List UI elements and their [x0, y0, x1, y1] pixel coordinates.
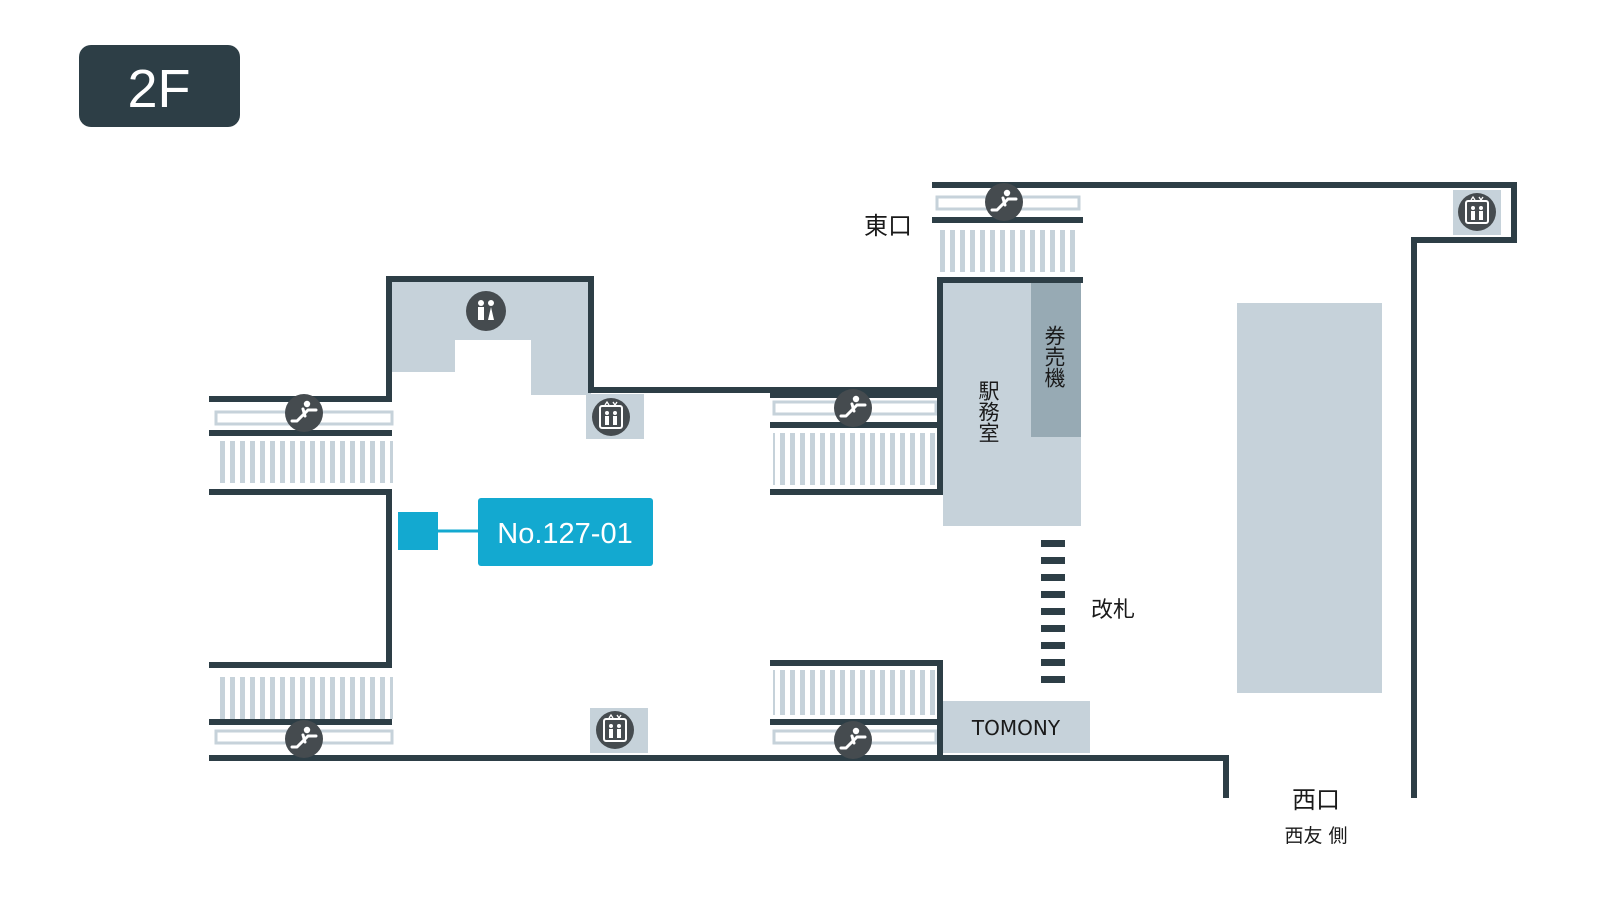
- ticket-machine-label: 券売機: [1042, 325, 1066, 388]
- tomony-area: [943, 701, 1090, 753]
- station-office-label: 駅務室: [976, 380, 1000, 443]
- escalator-icon: [283, 392, 325, 434]
- walls: [209, 182, 1517, 798]
- ticket-gate: [1041, 540, 1065, 683]
- restroom-area: [392, 282, 591, 398]
- floor-label: 2F: [127, 59, 190, 119]
- tomony-label: TOMONY: [971, 716, 1061, 740]
- platform-area: [1237, 303, 1382, 693]
- elevator-icon: [591, 397, 631, 437]
- ticket-machine-area: [1031, 282, 1081, 437]
- stairs: [215, 230, 1080, 719]
- elevator-icon: [595, 710, 635, 750]
- east-exit-label: 東口: [864, 212, 912, 240]
- restroom-icon: [466, 291, 506, 331]
- location-number: No.127-01: [497, 518, 632, 550]
- escalator-icon: [832, 719, 874, 761]
- elevator-icon: [1457, 192, 1497, 232]
- ticket-gate-label: 改札: [1091, 598, 1135, 623]
- escalator-icon: [283, 718, 325, 760]
- location-marker[interactable]: No.127-01: [398, 498, 653, 566]
- west-exit-sublabel: 西友 側: [1284, 825, 1347, 847]
- escalator-icon: [832, 387, 874, 429]
- floor-badge: 2F: [79, 45, 240, 127]
- west-exit-label: 西口: [1292, 786, 1340, 814]
- escalator-icon: [983, 181, 1025, 223]
